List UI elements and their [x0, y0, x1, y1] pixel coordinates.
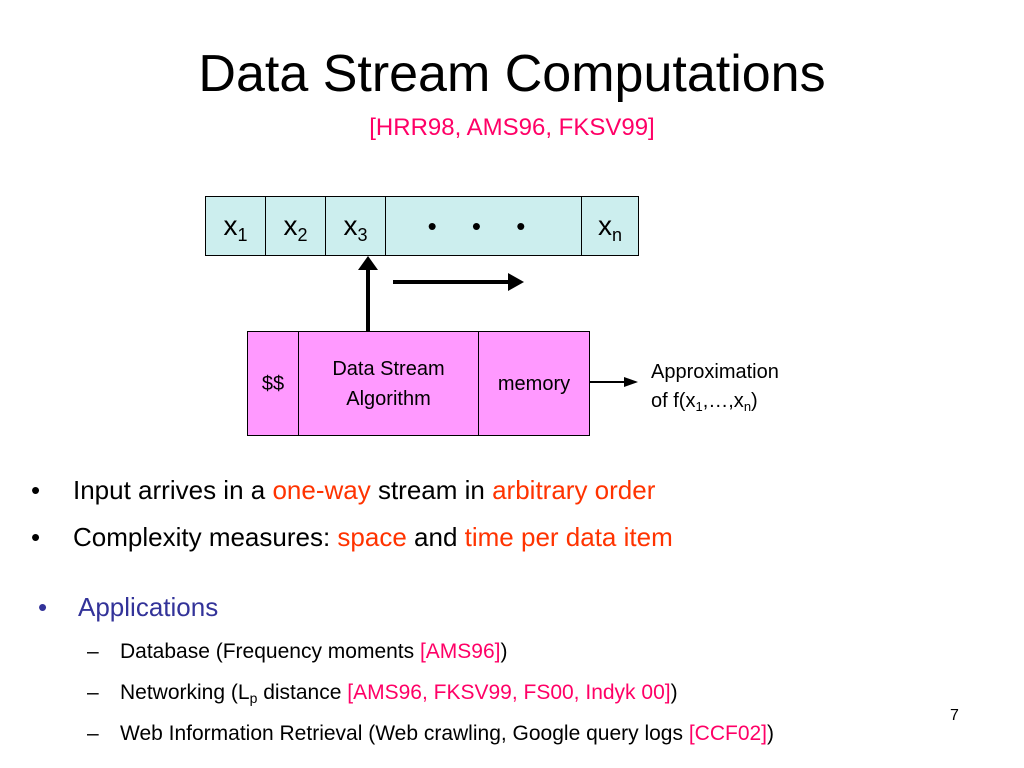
title-references: [HRR98, AMS96, FKSV99]	[369, 114, 655, 141]
sub-bullet-networking: – Networking (Lp distance [AMS96, FKSV99…	[87, 681, 678, 706]
stream-cell-x1: x1	[206, 197, 266, 255]
algorithm-box: $$ Data Stream Algorithm memory	[247, 331, 590, 436]
bullet-marker: •	[38, 592, 48, 622]
bullet-marker: •	[31, 522, 41, 552]
algorithm-label-line1: Data Stream	[332, 357, 445, 380]
stream-array: x1 x2 x3 • • • xn	[205, 196, 639, 256]
sub-bullet-web-retrieval: – Web Information Retrieval (Web crawlin…	[87, 720, 774, 748]
stream-direction-arrow	[393, 273, 524, 291]
resources-cell: $$	[248, 332, 299, 435]
stream-cell-xn: xn	[597, 210, 622, 245]
sub-bullet-marker: –	[87, 722, 99, 745]
page-number: 7	[950, 707, 959, 724]
bullet-complexity-measures: • Complexity measures: space and time pe…	[31, 522, 673, 552]
slide-title: Data Stream Computations	[198, 45, 826, 103]
bullet-input-arrives: • Input arrives in a one-way stream in a…	[31, 475, 656, 505]
stream-cell-x2: x2	[266, 197, 326, 255]
algorithm-label-line2: Algorithm	[346, 387, 431, 410]
algorithm-cell: Data Stream Algorithm	[299, 332, 479, 435]
stream-cell-x3: x3	[326, 197, 386, 255]
memory-cell: memory	[497, 372, 571, 395]
output-arrow	[590, 377, 638, 387]
bullet-applications: • Applications	[38, 592, 219, 622]
sub-bullet-marker: –	[87, 681, 99, 704]
stream-cell-ellipsis: • • •	[386, 197, 582, 255]
sub-bullet-marker: –	[87, 640, 99, 663]
sub-bullet-database: – Database (Frequency moments [AMS96])	[87, 638, 508, 666]
bullet-marker: •	[31, 475, 41, 505]
approximation-output: Approximation of f(x1,…,xn)	[651, 361, 779, 414]
read-pointer-arrow	[358, 256, 378, 331]
